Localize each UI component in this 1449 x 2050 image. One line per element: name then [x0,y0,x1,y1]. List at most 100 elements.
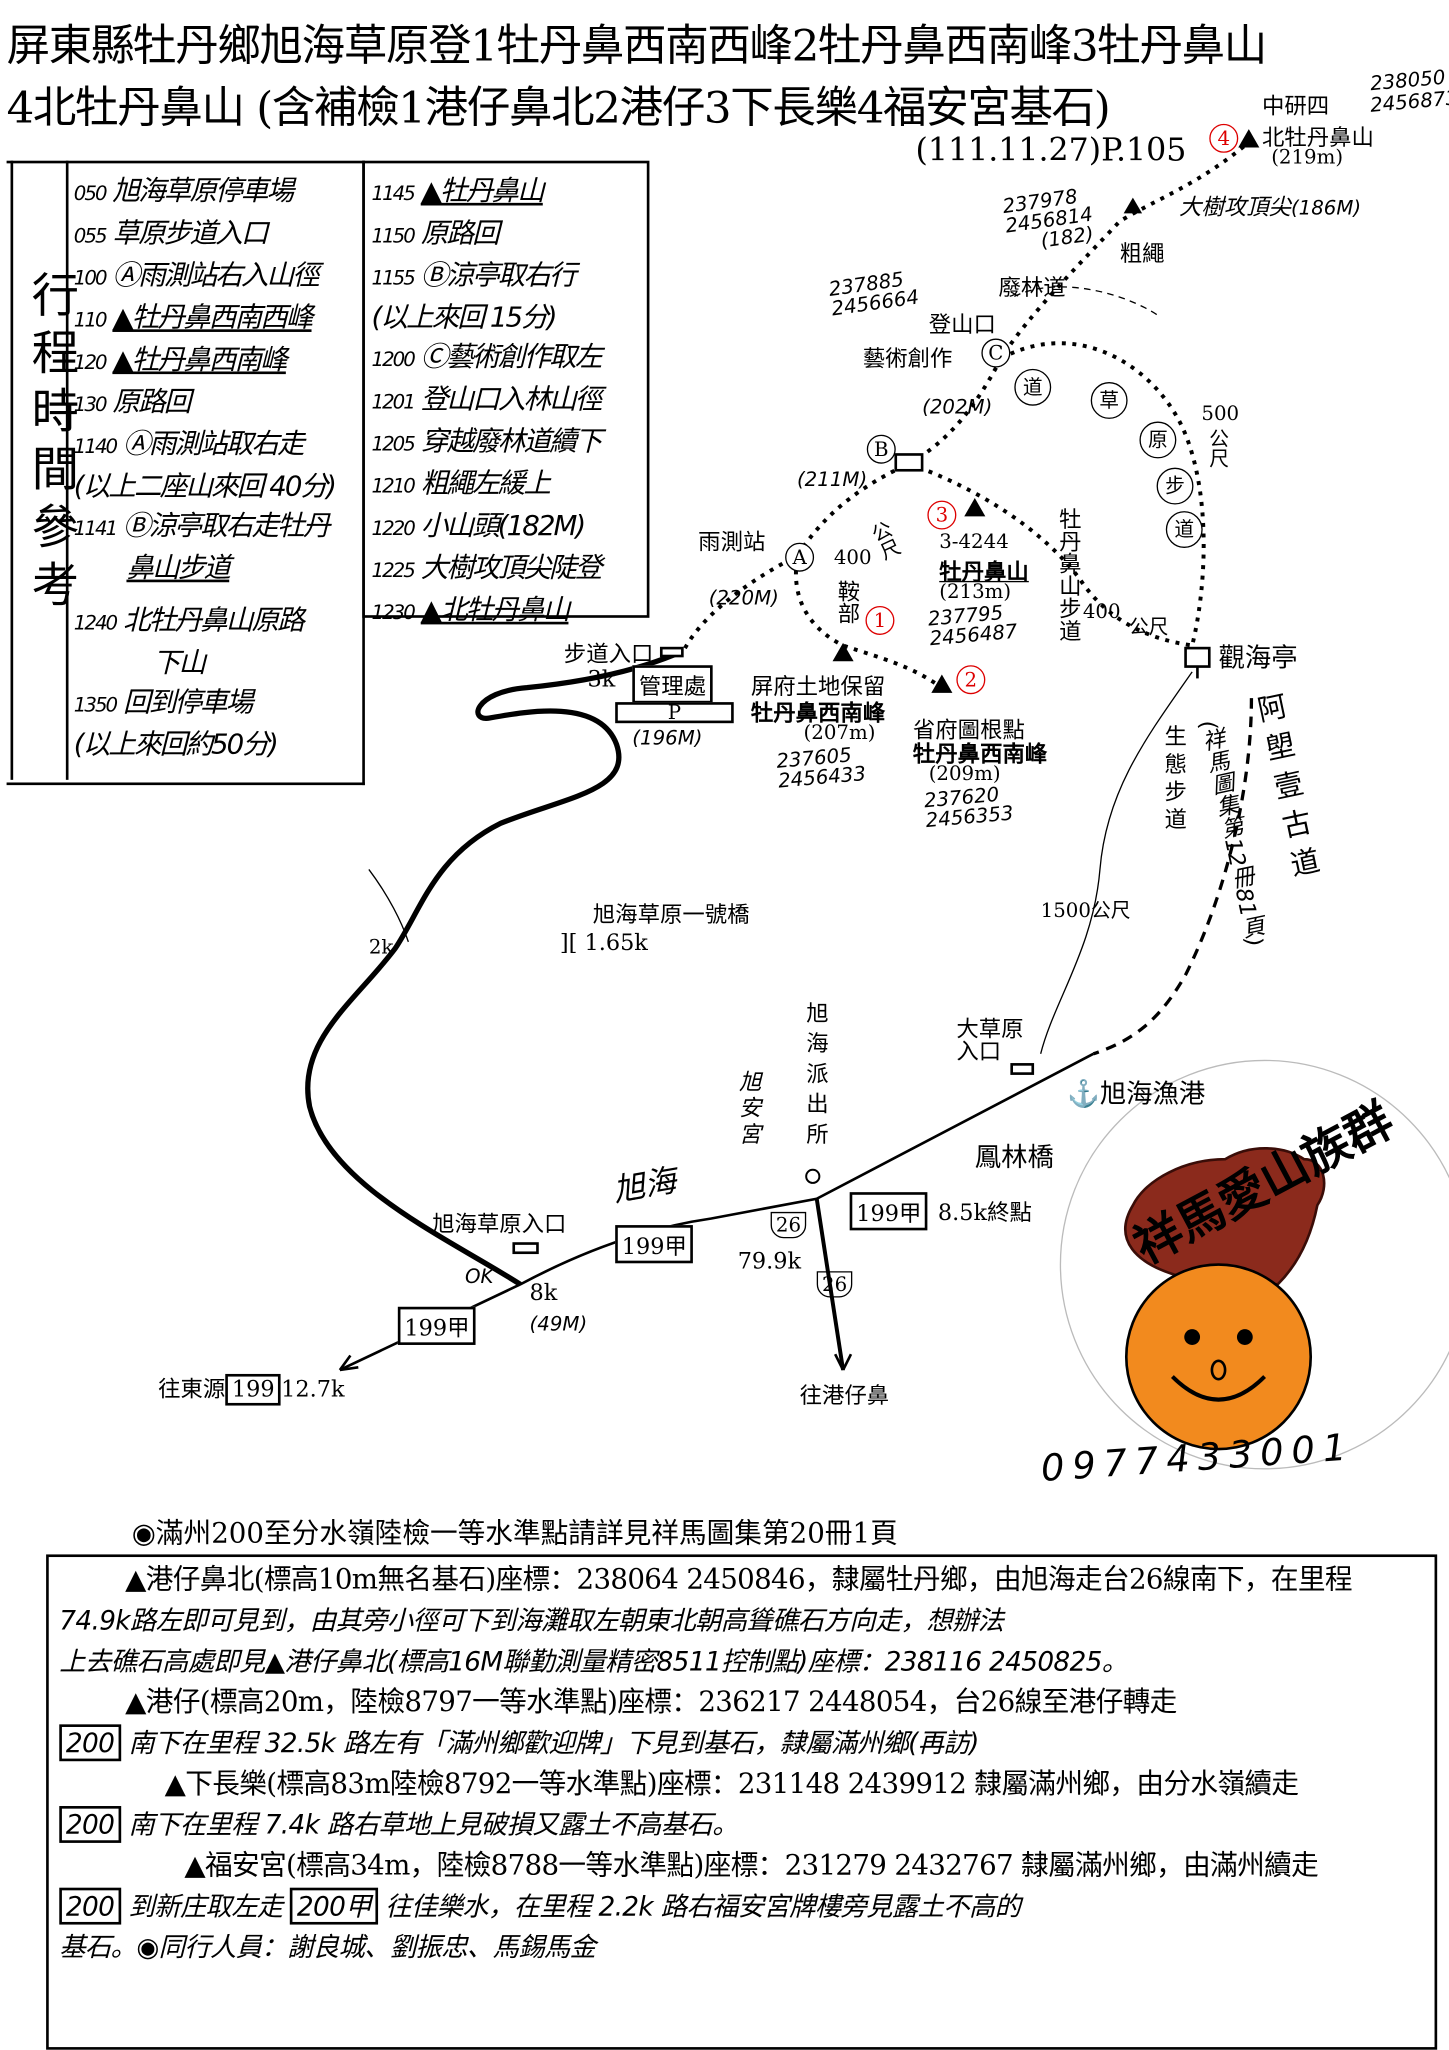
ridge-label: 牡丹鼻山步道 [1053,507,1081,642]
grass-entrance-label: 旭海草原入口 [432,1211,567,1239]
b-elev: (202M) [922,395,993,419]
peak3-marker: 3 [927,500,957,530]
date-page: (111.11.27)P.105 [915,131,1187,169]
peak-triangle [1238,129,1260,148]
peak-triangle [964,497,986,517]
grass-entrance2-label: 大草原入口 [956,1016,1024,1066]
itinerary-heading: 行程時間參考 [23,270,78,618]
elev-49: (49M) [529,1312,588,1336]
anchor-icon: ⚓ [1067,1077,1100,1110]
itinerary-item: 120 ▲牡丹鼻西南峰 [73,343,288,376]
peak2-elev: (209m) [928,761,1001,786]
police-marker [805,1168,821,1184]
peak-triangle [832,642,854,662]
note-line: 200 到新庄取左走 200甲 往佳樂水，在里程 2.2k 路右福安宮牌樓旁見露… [59,1886,1422,1927]
dist-400-1: 400 [833,545,872,570]
rope-label: 粗繩 [1119,241,1165,268]
peak3-id: 3-4244 [939,529,1009,554]
stamp-ring [1059,1059,1449,1470]
itinerary-item: (以上二座山來回 40分) [73,470,337,502]
itinerary-left-list: 050 旭海草原停車場 055 草原步道入口 100 Ⓐ雨測站右入山徑 110 … [73,171,337,764]
notes-list: ▲港仔鼻北(標高10m無名基石)座標：238064 2450846，隸屬牡丹鄉，… [59,1560,1422,1968]
waypoint-b: B [866,434,896,464]
itinerary-item: 1141 Ⓑ涼亭取右走牡丹 [73,509,331,542]
start-elev: (220M) [708,586,779,610]
fishing-port-label: ⚓旭海漁港 [1067,1077,1206,1110]
itinerary-item: 1145 ▲牡丹鼻山 [371,175,544,207]
km-2: 2k [368,935,394,959]
gazebo-b-icon [894,453,924,472]
peak3-name: 牡丹鼻山 [939,559,1029,587]
itinerary-right-box [362,160,650,618]
km-3: 3k [587,666,616,693]
note-line: 200 南下在里程 32.5k 路左有「滿州鄉歡迎牌」下見到基石，隸屬滿州鄉(再… [59,1723,1422,1764]
itinerary-item: 下山 [152,646,206,679]
horse-head-logo [1124,1147,1326,1286]
bullseye-icon: ◉ [131,1517,156,1550]
itinerary-item: 1220 小山頭(182M) [371,509,586,542]
road-199a-sign: 199甲 [849,1192,928,1231]
itinerary-item: 1240 北牡丹鼻山原路 [73,604,305,637]
parking-elev: (196M) [632,725,703,750]
peak1-note: 屏府土地保留 [750,674,886,701]
itinerary-item: 130 原路回 [73,385,192,418]
bridge1-label: 旭海草原一號橋 [592,902,750,929]
note-line: 74.9k路左即可見到，由其旁小徑可下到海灘取左朝東北朝高聳礁石方向走，想辦法 [59,1604,1004,1637]
itinerary-item: 1155 Ⓑ涼亭取右行 [371,259,576,292]
to-gangzi: 往港仔鼻 [799,1383,890,1410]
km-8: 8k [529,1280,558,1307]
itinerary-item: 050 旭海草原停車場 [73,175,294,207]
itinerary-item: 1205 穿越廢林道續下 [371,425,602,458]
itinerary-item: 1350 回到停車場 [73,686,254,718]
divider [65,160,69,780]
end-85k: 8.5k終點 [937,1200,1032,1227]
peak2-marker: 2 [956,665,986,695]
itinerary-item: 1230 ▲北牡丹鼻山 [371,594,570,626]
ref-label: 中研四 [1261,93,1330,120]
ok-label: OK [465,1264,494,1289]
pavilion-icon [1184,646,1211,668]
police-label: 旭海派出所 [800,1001,828,1153]
note-line: 200 南下在里程 7.4k 路右草地上見破損又露土不高基石。 [59,1805,1422,1846]
road-26-shield: 26 [770,1211,807,1239]
waypoint-a: A [785,542,815,572]
itinerary-item: 1201 登山口入林山徑 [371,383,602,415]
title-line1: 屏東縣牡丹鄉旭海草原登1牡丹鼻西南西峰2牡丹鼻西南峰3牡丹鼻山 [6,19,1268,72]
trailhead-label: 登山口 [928,312,996,339]
parking-label: P [615,702,734,724]
itinerary-item: 1200 Ⓒ藝術創作取左 [371,341,602,373]
arrow-gangzi [833,1353,853,1371]
peak3-elev: (213m) [939,579,1012,604]
itinerary-item: 鼻山步道 [126,551,231,584]
peak1-name: 牡丹鼻西南峰 [750,700,886,728]
fenglin-bridge-label: 鳳林橋 [974,1140,1054,1173]
winding-road [305,652,676,1287]
dongyuan-spur [368,869,409,943]
dist-1500: 1500公尺 [1040,898,1131,923]
itinerary-item: 1150 原路回 [371,217,499,249]
dist-400-2: 400 [1082,599,1121,624]
temple-label: 旭安宮 [733,1069,761,1149]
itinerary-item: (以上來回 15分) [371,301,557,334]
itinerary-item: 055 草原步道入口 [73,217,269,249]
peak4-name: 北牡丹鼻山 [1261,125,1374,152]
note-line: ▲港仔鼻北(標高10m無名基石)座標：238064 2450846，隸屬牡丹鄉，… [125,1563,1352,1596]
bridge-icon: ][ [559,930,585,957]
sign-icon [512,1242,539,1255]
note-line: 上去礁石高處即見▲港仔鼻北(標高16M聯勤測量精密8511控制點)座標：2381… [59,1645,1128,1677]
sign-icon [659,646,684,658]
road-199a-sign: 199甲 [397,1306,477,1345]
peak1-marker: 1 [865,605,895,635]
trail-entrance-label: 步道入口 [563,641,654,668]
art-label: 藝術創作 [862,346,953,373]
title-line2: 4北牡丹鼻山 (含補檢1港仔鼻北2港仔3下長樂4福安宮基石) [6,81,1111,134]
rain-station-label: 雨測站 [698,529,766,556]
note-line: 基石。◉同行人員：謝良城、劉振忠、馬錫馬金 [59,1931,596,1963]
saddle-label: 鞍部 [832,579,859,625]
dist-500: 500 [1201,401,1240,426]
